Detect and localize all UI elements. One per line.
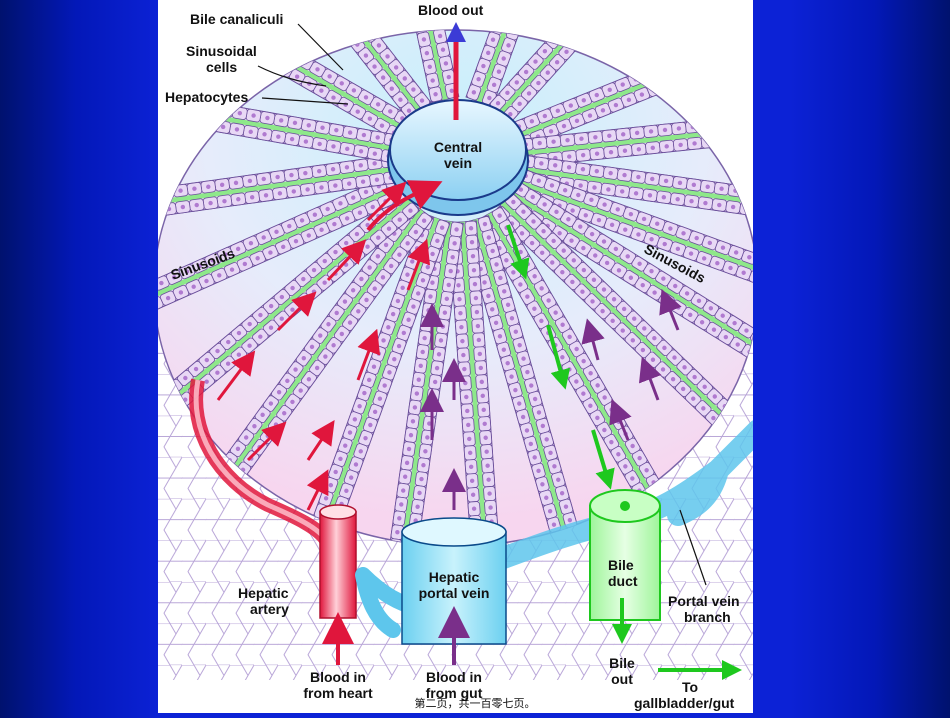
label-bile-canaliculi: Bile canaliculi [190, 11, 283, 27]
label-blood-from-heart: Blood in [310, 669, 366, 685]
label-hepatic-artery: Hepatic [238, 585, 289, 601]
label-blood-from-gut: Blood in [426, 669, 482, 685]
label-blood-out: Blood out [418, 2, 484, 18]
label-bile-out: Bile [609, 655, 635, 671]
label-hepatic-portal-vein: Hepatic [429, 569, 480, 585]
label-portal-vein-branch: Portal vein [668, 593, 740, 609]
svg-text:cells: cells [206, 59, 237, 75]
svg-text:duct: duct [608, 573, 638, 589]
label-sinusoidal-cells: Sinusoidal [186, 43, 257, 59]
label-hepatocytes: Hepatocytes [165, 89, 248, 105]
svg-text:branch: branch [684, 609, 731, 625]
hepatic-artery [320, 512, 356, 618]
label-bile-duct: Bile [608, 557, 634, 573]
label-to-gallbladder: To [682, 679, 698, 695]
diagram-panel: Bile canaliculi Sinusoidal cells Hepatoc… [158, 0, 753, 713]
page-footer: 第二页，共一百零七页。 [0, 695, 950, 711]
svg-text:portal vein: portal vein [419, 585, 490, 601]
svg-text:vein: vein [444, 155, 472, 171]
label-central-vein: Central [434, 139, 482, 155]
liver-lobule-diagram: Bile canaliculi Sinusoidal cells Hepatoc… [158, 0, 753, 713]
svg-text:artery: artery [250, 601, 289, 617]
svg-text:out: out [611, 671, 633, 687]
